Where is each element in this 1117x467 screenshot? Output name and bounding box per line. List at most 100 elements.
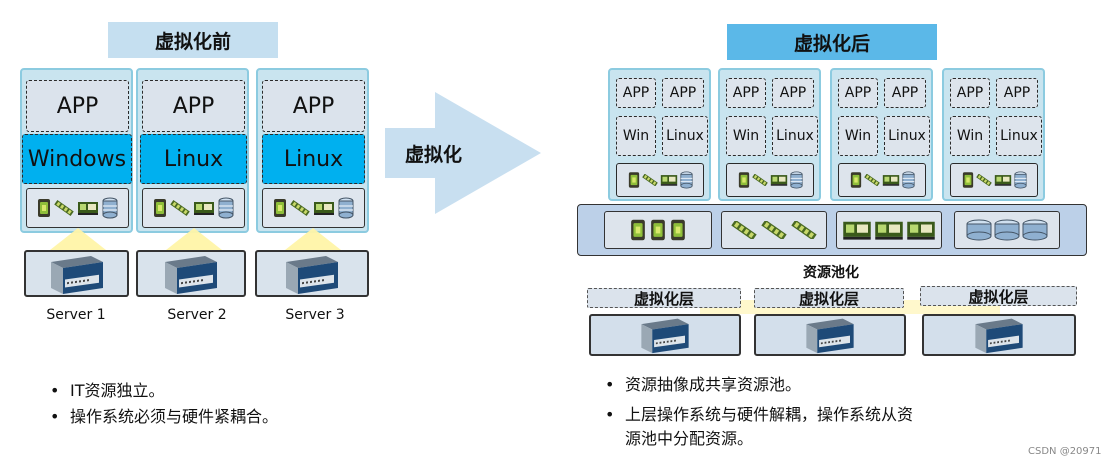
hardware-box [262, 188, 365, 228]
disk-icon [994, 219, 1020, 241]
os-label: Windows [27, 146, 127, 172]
os-label: Linux [776, 128, 814, 144]
server-label: Server 1 [46, 307, 106, 323]
app-label: APP [956, 85, 984, 101]
server-icon [282, 252, 342, 296]
app-box: APP [726, 78, 766, 108]
os-box-linux: Linux [140, 134, 247, 184]
server-label: Server 3 [285, 307, 345, 323]
cpu-icon [850, 171, 862, 189]
before-title: 虚拟化前 [108, 22, 278, 58]
app-label: APP [844, 85, 872, 101]
app-box: APP [142, 80, 245, 132]
os-box: Linux [884, 116, 930, 156]
nic-icon [994, 173, 1012, 187]
vm-stack-2: APP Linux [136, 68, 249, 233]
resource-pool [577, 204, 1087, 256]
vm-stack-1: APP Windows [20, 68, 133, 233]
cpu-icon [650, 218, 666, 242]
cpu-icon [962, 171, 974, 189]
nic-pool [836, 211, 942, 249]
disk-icon [966, 219, 992, 241]
virtualization-layer: 虚拟化层 [754, 288, 904, 308]
light-beam [50, 228, 106, 250]
memory-icon [976, 174, 992, 186]
app-label: APP [56, 93, 99, 119]
server-label: Server 2 [167, 307, 227, 323]
app-box: APP [616, 78, 656, 108]
memory-icon [864, 174, 880, 186]
os-box: Win [616, 116, 656, 156]
server-box [922, 314, 1076, 356]
server-box [754, 314, 906, 356]
server-icon [800, 315, 860, 355]
nic-icon [660, 173, 678, 187]
server-icon [47, 252, 107, 296]
memory-icon [642, 174, 658, 186]
os-box: Win [838, 116, 878, 156]
app-box: APP [950, 78, 990, 108]
os-label: Win [732, 128, 760, 144]
os-box: Linux [662, 116, 708, 156]
memory-icon [752, 174, 768, 186]
memory-icon [731, 221, 757, 239]
cpu-icon [37, 197, 51, 219]
storage-pool [954, 211, 1060, 249]
server-icon [635, 315, 695, 355]
vm-small-2: APP APP Win Linux [718, 68, 821, 201]
disk-icon [680, 170, 693, 190]
arrow-label: 虚拟化 [405, 144, 463, 166]
os-label: Linux [163, 146, 224, 172]
app-box: APP [884, 78, 926, 108]
virtualize-arrow [385, 92, 541, 214]
os-label: Win [844, 128, 872, 144]
nic-icon [770, 173, 788, 187]
vhardware-box [616, 163, 704, 197]
vm-small-4: APP APP Win Linux [942, 68, 1045, 201]
disk-icon [790, 170, 803, 190]
os-box-linux: Linux [262, 134, 365, 184]
vm-small-3: APP APP Win Linux [830, 68, 933, 201]
vm-small-1: APP APP Win Linux [608, 68, 711, 201]
disk-icon [1022, 219, 1048, 241]
cpu-icon [153, 197, 167, 219]
nic-icon [882, 173, 900, 187]
os-box: Linux [996, 116, 1042, 156]
memory-pool [721, 211, 827, 249]
cpu-icon [273, 197, 287, 219]
os-box: Linux [772, 116, 818, 156]
memory-icon [791, 221, 817, 239]
server-box [136, 250, 246, 297]
os-box-windows: Windows [22, 134, 132, 184]
memory-icon [54, 200, 74, 216]
light-beam [166, 228, 222, 250]
nic-icon [193, 200, 215, 216]
disk-icon [1014, 170, 1027, 190]
os-label: Win [622, 128, 650, 144]
app-label: APP [891, 85, 919, 101]
hardware-box [26, 188, 129, 228]
cpu-icon [628, 171, 640, 189]
nic-icon [77, 200, 99, 216]
app-label: APP [669, 85, 697, 101]
app-label: APP [732, 85, 760, 101]
pool-label: 资源池化 [803, 265, 859, 281]
cpu-pool [604, 211, 712, 249]
server-box [24, 250, 129, 297]
watermark: CSDN @20971 [1028, 446, 1102, 457]
memory-icon [170, 200, 190, 216]
nic-icon [873, 219, 905, 241]
right-bullet-1: 资源抽像成共享资源池。 [605, 372, 801, 398]
cpu-icon [630, 218, 646, 242]
app-box: APP [262, 80, 365, 132]
memory-icon [761, 221, 787, 239]
os-label: Linux [888, 128, 926, 144]
left-bullet-2: 操作系统必须与硬件紧耦合。 [50, 404, 278, 430]
app-label: APP [292, 93, 335, 119]
vhardware-box [838, 163, 926, 197]
right-bullet-2-cont: 源池中分配资源。 [625, 429, 754, 448]
server-icon [161, 252, 221, 296]
app-box: APP [26, 80, 129, 132]
disk-icon [902, 170, 915, 190]
app-label: APP [172, 93, 215, 119]
